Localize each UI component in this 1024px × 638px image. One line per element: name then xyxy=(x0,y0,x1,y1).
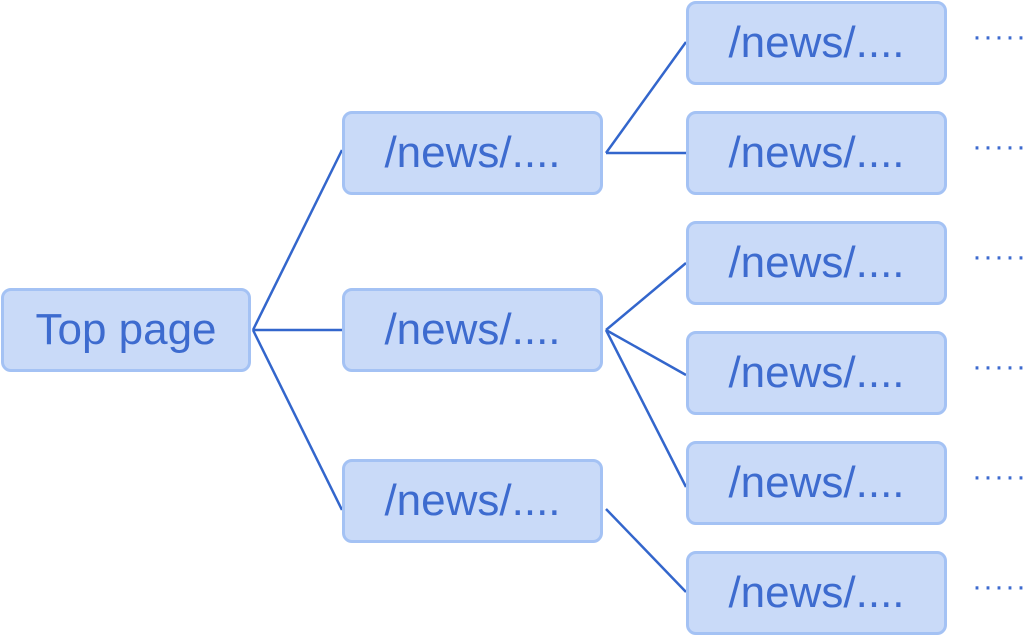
connector-line xyxy=(605,328,687,377)
connector-line xyxy=(251,329,344,511)
continuation-ellipsis: ····· xyxy=(972,20,1024,53)
level1-node: /news/.... xyxy=(342,288,603,372)
level1-node: /news/.... xyxy=(342,459,603,543)
level2-node: /news/.... xyxy=(686,221,947,305)
continuation-ellipsis: ····· xyxy=(972,240,1024,273)
level2-node: /news/.... xyxy=(686,111,947,195)
connector-line xyxy=(605,508,687,593)
continuation-ellipsis: ····· xyxy=(972,350,1024,383)
continuation-ellipsis: ····· xyxy=(972,460,1024,493)
level2-node: /news/.... xyxy=(686,331,947,415)
level2-node: /news/.... xyxy=(686,551,947,635)
continuation-ellipsis: ····· xyxy=(972,570,1024,603)
continuation-ellipsis: ····· xyxy=(972,130,1024,163)
level2-node: /news/.... xyxy=(686,441,947,525)
level2-node: /news/.... xyxy=(686,1,947,85)
connector-line xyxy=(605,262,687,331)
root-node: Top page xyxy=(1,288,251,372)
connector-line xyxy=(251,149,344,331)
connector-line xyxy=(604,329,688,488)
connector-line xyxy=(604,41,688,154)
level1-node: /news/.... xyxy=(342,111,603,195)
